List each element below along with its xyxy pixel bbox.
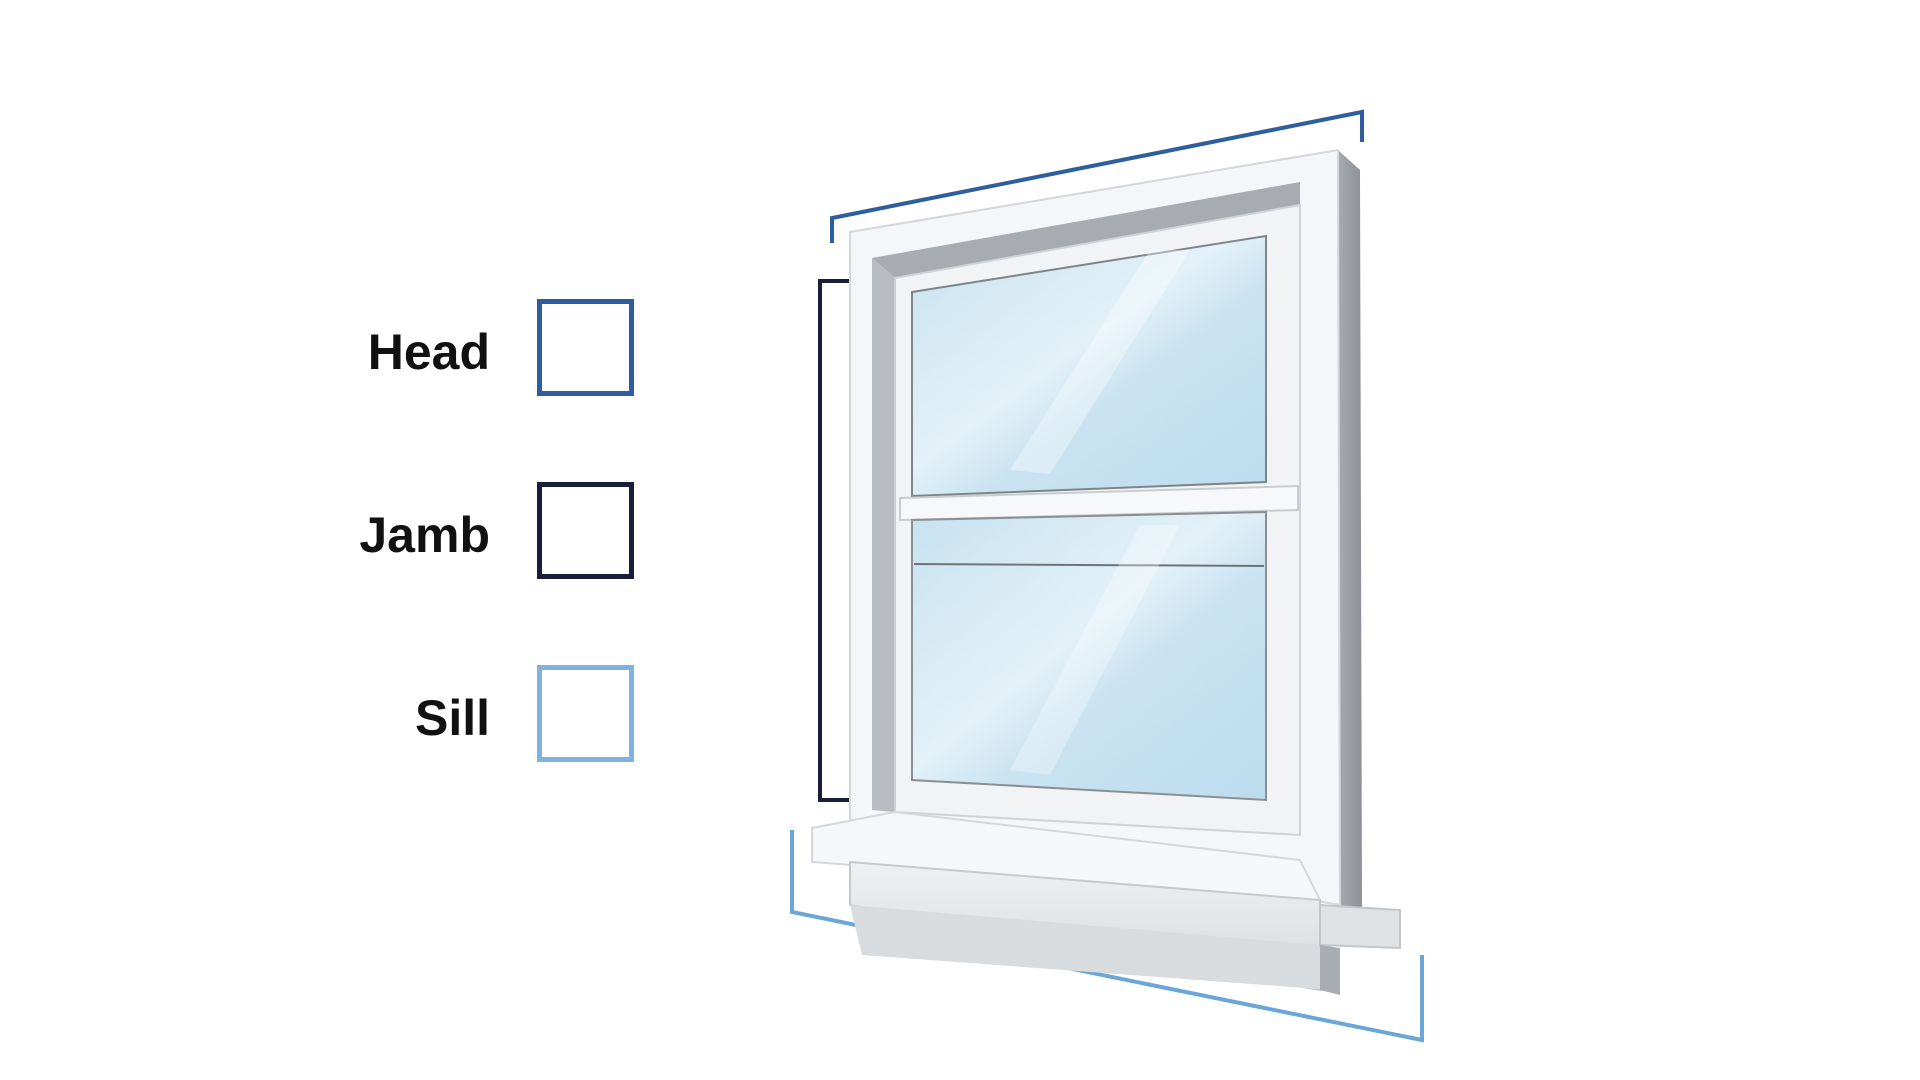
- legend-swatch-sill: [537, 665, 634, 762]
- glass-reflection-upper: [1010, 250, 1190, 474]
- sill-end-side: [1320, 945, 1340, 995]
- frame-side-depth: [1338, 150, 1362, 910]
- legend-label-sill: Sill: [414, 690, 490, 746]
- legend-swatch-head: [537, 299, 634, 396]
- lower-glass-pane: [911, 510, 1267, 802]
- upper-glass-pane: [911, 234, 1267, 498]
- head-dimension-line: [830, 109, 1364, 243]
- legend-label-head: Head: [367, 324, 490, 380]
- legend-swatch-jamb: [537, 482, 634, 579]
- sill-step: [850, 905, 1332, 990]
- frame-recess-left: [872, 258, 895, 812]
- jamb-dimension-line: [818, 279, 862, 802]
- glass-reflection-lower: [1010, 525, 1180, 775]
- meeting-rail: [899, 484, 1299, 522]
- sill-dimension-line: [790, 830, 1424, 1043]
- legend-label-jamb: Jamb: [359, 507, 490, 563]
- frame-recess-top: [872, 182, 1300, 278]
- sill-end-block: [1319, 903, 1401, 950]
- sill-top: [811, 810, 1322, 902]
- lower-sash-rail: [913, 563, 1265, 567]
